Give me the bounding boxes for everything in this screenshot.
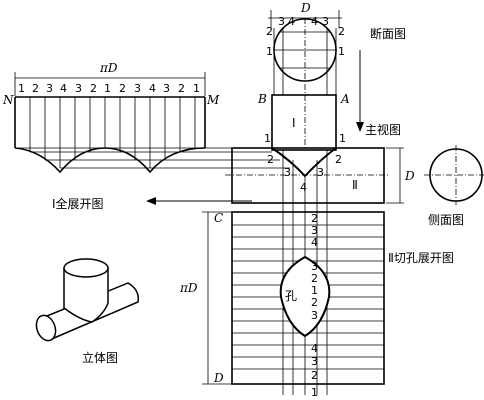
hole-label: 孔 xyxy=(285,289,297,303)
dim-num: 3 xyxy=(322,15,329,28)
front-num: 3 xyxy=(284,166,291,179)
section-view-label: 断面图 xyxy=(370,26,406,41)
iso-view: 立体图 xyxy=(35,258,140,365)
develop-num: 2 xyxy=(32,82,39,95)
side-view-label: 侧面图 xyxy=(428,213,464,227)
section-num: 1 xyxy=(266,45,273,58)
dim-D-top: D xyxy=(300,1,311,15)
front-num: 2 xyxy=(267,153,274,166)
dim-num: 3 xyxy=(278,15,285,28)
dim-num: 4 xyxy=(311,15,318,28)
develop-II-num: 4 xyxy=(311,342,318,355)
front-num: 1 xyxy=(339,132,346,145)
side-view: 侧面图 xyxy=(424,145,484,227)
develop-II-num: 2 xyxy=(311,212,318,225)
develop-num: 2 xyxy=(119,82,126,95)
develop-II-label: Ⅱ切孔展开图 xyxy=(388,251,454,265)
point-M: M xyxy=(206,93,220,107)
development-II: 孔 C D πD 2 3 4 3 2 1 2 3 4 3 2 1 Ⅱ切孔展开图 xyxy=(179,211,454,399)
develop-num: 1 xyxy=(18,82,25,95)
front-num: 1 xyxy=(264,132,271,145)
point-C: C xyxy=(214,211,223,225)
develop-II-num: 2 xyxy=(311,296,318,309)
develop-num: 3 xyxy=(134,82,141,95)
front-view-label: 主视图 xyxy=(365,122,401,137)
develop-num: 3 xyxy=(75,82,82,95)
arrow-head xyxy=(146,197,156,205)
iso-pipe-vertical xyxy=(63,267,109,323)
develop-num: 3 xyxy=(46,82,53,95)
develop-num: 2 xyxy=(90,82,97,95)
iso-pipe-top xyxy=(63,258,109,278)
develop-II-num: 1 xyxy=(311,284,318,297)
point-A: A xyxy=(340,92,350,106)
dim-piD-left: πD xyxy=(179,281,198,295)
develop-num: 3 xyxy=(163,82,170,95)
develop-num: 2 xyxy=(178,82,185,95)
front-num: 3 xyxy=(317,166,324,179)
develop-II-num: 3 xyxy=(311,260,318,273)
dim-num: 4 xyxy=(288,15,295,28)
roman-II: Ⅱ xyxy=(352,178,358,192)
hole-outline xyxy=(279,255,331,338)
point-D: D xyxy=(213,371,224,385)
arrow-head xyxy=(356,122,364,132)
iso-pipe-end xyxy=(35,314,57,342)
point-N: N xyxy=(2,93,14,107)
develop-II-num: 3 xyxy=(311,224,318,237)
develop-II-num: 3 xyxy=(311,355,318,368)
develop-II-num: 1 xyxy=(311,386,318,399)
section-num: 1 xyxy=(338,45,345,58)
roman-I: Ⅰ xyxy=(292,116,296,130)
develop-II-num: 2 xyxy=(311,369,318,382)
section-view: D 3 4 4 3 2 1 2 1 断面图 xyxy=(266,1,406,132)
front-view: B A Ⅰ Ⅱ 1 2 3 4 1 2 3 主视图 D xyxy=(225,92,415,395)
section-num: 2 xyxy=(266,25,273,38)
front-num: 2 xyxy=(335,153,342,166)
develop-num: 4 xyxy=(60,82,67,95)
develop-num: 4 xyxy=(149,82,156,95)
develop-II-num: 3 xyxy=(311,309,318,322)
iso-view-label: 立体图 xyxy=(82,350,118,365)
development-I: πD N M xyxy=(2,61,290,211)
intersection-curve xyxy=(271,147,337,178)
develop-I-label: Ⅰ全展开图 xyxy=(52,196,104,211)
front-num: 4 xyxy=(300,181,307,194)
develop-II-frame xyxy=(231,211,385,385)
point-B: B xyxy=(257,92,267,106)
dim-piD-top: πD xyxy=(99,61,118,75)
pipe-II xyxy=(231,147,385,204)
develop-II-num: 2 xyxy=(311,272,318,285)
develop-II-num: 4 xyxy=(311,236,318,249)
develop-curve xyxy=(14,147,206,174)
dim-D-right: D xyxy=(404,169,415,183)
section-num: 2 xyxy=(338,25,345,38)
pipe-I xyxy=(271,94,337,151)
develop-num: 1 xyxy=(104,82,111,95)
develop-num: 1 xyxy=(193,82,200,95)
